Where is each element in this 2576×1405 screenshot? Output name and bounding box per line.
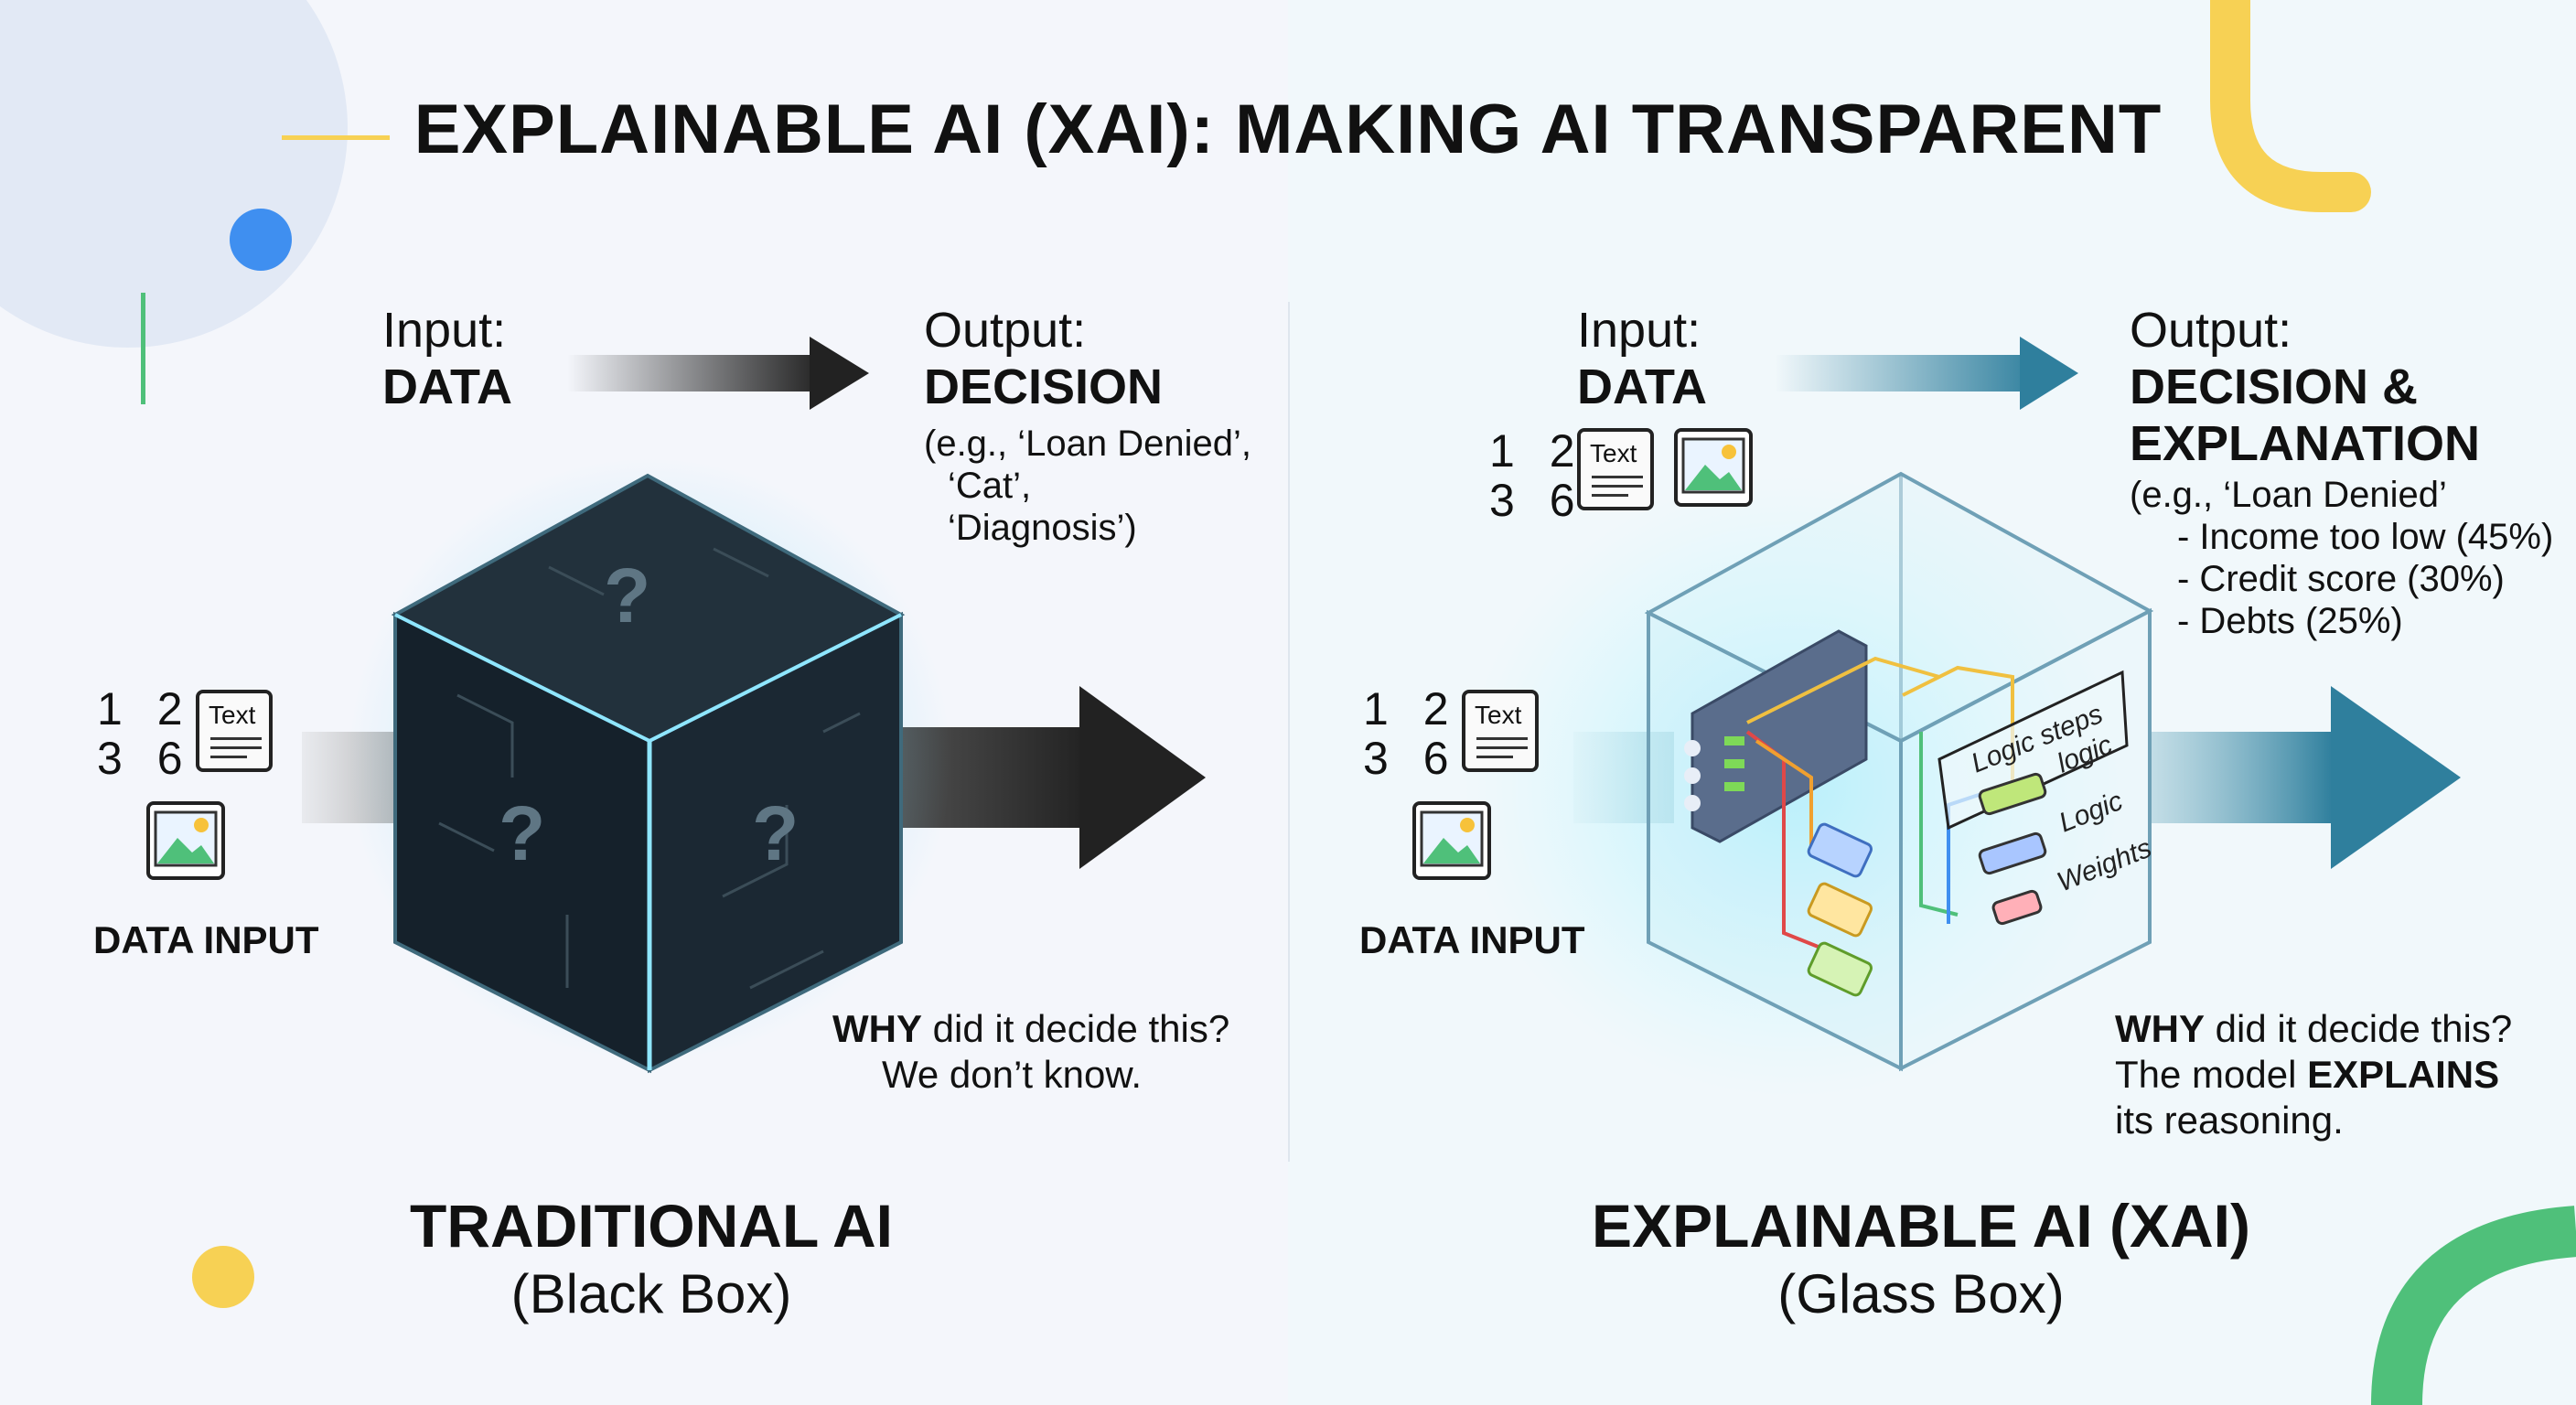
blue-dot	[230, 209, 292, 271]
left-question-why: WHY	[832, 1007, 922, 1050]
right-output-value-1: DECISION &	[2130, 359, 2419, 414]
right-top-arrow	[2020, 337, 2078, 410]
right-image-icon	[1412, 801, 1491, 880]
right-output-label: Output: DECISION & EXPLANATION	[2130, 302, 2480, 472]
left-data-input-label: DATA INPUT	[93, 918, 319, 961]
right-top-text-doc-icon: Text	[1577, 428, 1654, 510]
right-answer-pre: The model	[2115, 1053, 2308, 1096]
right-input-label: Input: DATA	[1577, 302, 1707, 415]
right-numbers: 1 2 3 6	[1363, 684, 1460, 783]
right-top-numbers: 1 2 3 6	[1489, 426, 1586, 525]
right-text-icon-label: Text	[1475, 701, 1522, 729]
green-arc	[2371, 1206, 2576, 1405]
yellow-dash	[282, 135, 390, 140]
right-heading: EXPLAINABLE AI (XAI)	[1592, 1192, 2250, 1260]
right-input-caption: Input:	[1577, 303, 1701, 358]
right-data-input-label: DATA INPUT	[1359, 918, 1585, 961]
qmark-right: ?	[752, 790, 799, 876]
right-top-text-icon-label: Text	[1590, 439, 1637, 467]
left-input-value: DATA	[382, 359, 512, 414]
right-answer-line2: its reasoning.	[2115, 1099, 2344, 1142]
left-answer: We don’t know.	[882, 1053, 1143, 1096]
right-top-image-icon	[1674, 428, 1753, 507]
left-text-icon-label: Text	[209, 701, 256, 729]
right-factor-credit: - Credit score (30%)	[2177, 559, 2505, 599]
right-output-caption: Output:	[2130, 303, 2292, 358]
qmark-top: ?	[604, 552, 650, 638]
right-text-doc-icon: Text	[1462, 690, 1539, 772]
qmark-left: ?	[499, 790, 545, 876]
left-question-text: did it decide this?	[922, 1007, 1230, 1050]
left-output-arrow	[1079, 686, 1206, 869]
left-text-doc-icon: Text	[196, 690, 273, 772]
right-question-text: did it decide this?	[2205, 1007, 2513, 1050]
left-top-arrow	[810, 337, 869, 410]
left-output-caption: Output:	[924, 303, 1087, 358]
panel-divider	[1288, 302, 1290, 1162]
left-output-label: Output: DECISION	[924, 302, 1163, 415]
left-numbers-row-1: 1 2	[97, 683, 194, 735]
left-example-3: ‘Diagnosis’)	[948, 508, 1137, 548]
left-example-2: ‘Cat’,	[948, 466, 1032, 506]
left-input-caption: Input:	[382, 303, 507, 358]
right-question: WHY did it decide this? The model EXPLAI…	[2115, 1006, 2512, 1143]
page-title: EXPLAINABLE AI (XAI): MAKING AI TRANSPAR…	[413, 91, 2163, 168]
right-question-why: WHY	[2115, 1007, 2205, 1050]
yellow-dot	[192, 1246, 254, 1308]
left-heading: TRADITIONAL AI	[410, 1192, 893, 1260]
right-output-arrow	[2331, 686, 2461, 869]
right-factor-income: - Income too low (45%)	[2177, 517, 2554, 557]
right-top-numbers-row-1: 1 2	[1489, 425, 1586, 477]
right-output-value-2: EXPLANATION	[2130, 416, 2481, 471]
left-output-examples: (e.g., ‘Loan Denied’, ‘Cat’, ‘Diagnosis’…	[924, 423, 1251, 549]
left-subheading: (Black Box)	[510, 1263, 792, 1325]
left-output-value: DECISION	[924, 359, 1164, 414]
left-image-icon	[146, 801, 225, 880]
green-dash	[141, 293, 145, 404]
right-factor-debts: - Debts (25%)	[2177, 601, 2403, 641]
left-numbers: 1 2 3 6	[97, 684, 194, 783]
right-input-value: DATA	[1577, 359, 1707, 414]
left-question: WHY did it decide this? We don’t know.	[832, 1006, 1229, 1098]
left-numbers-row-2: 3 6	[97, 733, 194, 784]
right-numbers-row-1: 1 2	[1363, 683, 1460, 735]
right-top-numbers-row-2: 3 6	[1489, 475, 1586, 526]
right-output-examples: (e.g., ‘Loan Denied’ - Income too low (4…	[2130, 474, 2553, 642]
right-numbers-row-2: 3 6	[1363, 733, 1460, 784]
right-answer-bold: EXPLAINS	[2307, 1053, 2500, 1096]
left-input-label: Input: DATA	[382, 302, 512, 415]
yellow-arc	[2210, 0, 2371, 212]
corner-blob	[0, 0, 348, 348]
right-subheading: (Glass Box)	[1777, 1263, 2065, 1325]
left-example-1: (e.g., ‘Loan Denied’,	[924, 424, 1252, 464]
right-example: (e.g., ‘Loan Denied’	[2130, 475, 2447, 515]
